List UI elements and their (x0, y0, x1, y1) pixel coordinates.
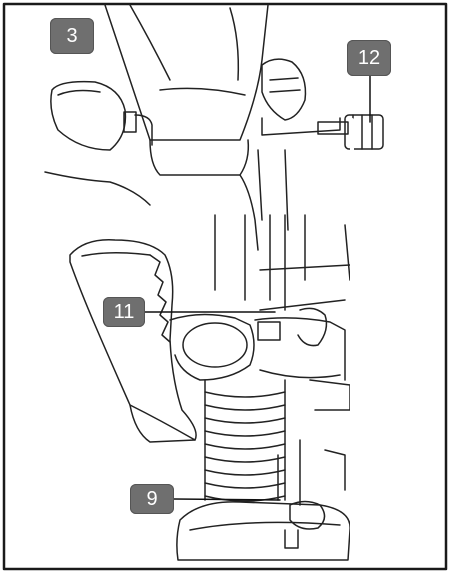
part-3-knob (50, 80, 153, 151)
plunge-column (214, 214, 351, 311)
housing-base-curve (44, 149, 289, 251)
motor-housing (104, 4, 269, 176)
bellows (204, 379, 286, 502)
callout-badge-12: 12 (347, 40, 391, 76)
side-handle (69, 239, 197, 443)
callout-badge-9: 9 (130, 484, 174, 514)
callout-badge-3: 3 (50, 18, 94, 54)
leader-line-9 (173, 498, 281, 501)
clamp-collar (169, 307, 351, 411)
leader-lines (144, 75, 371, 501)
router-base (176, 439, 351, 561)
callout-badge-11: 11 (103, 297, 145, 327)
